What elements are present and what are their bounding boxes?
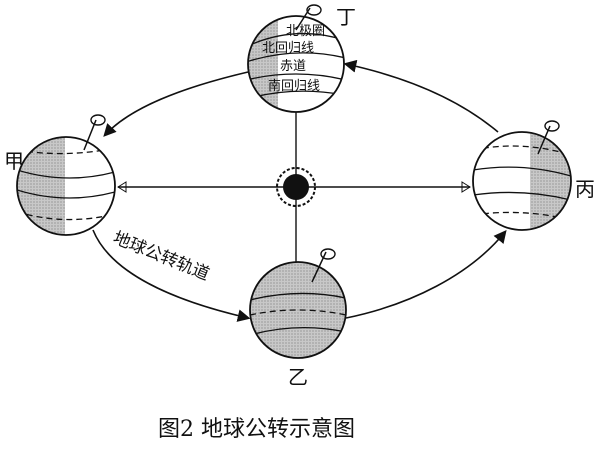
position-label-right: 丙 bbox=[575, 177, 595, 201]
position-label-top: 丁 bbox=[336, 5, 356, 29]
orbit-arc-right-top bbox=[346, 64, 498, 132]
earth-top: 北极圈 北回归线 赤道 南回归线 bbox=[246, 5, 346, 116]
earth-right bbox=[473, 121, 572, 232]
label-equator: 赤道 bbox=[280, 59, 306, 74]
label-tropic-cancer: 北回归线 bbox=[262, 41, 314, 56]
orbit-label: 地球公转轨道 bbox=[110, 228, 212, 285]
label-arctic-circle: 北极圈 bbox=[286, 24, 325, 39]
position-label-left: 甲 bbox=[4, 149, 24, 173]
position-label-bottom: 乙 bbox=[288, 365, 308, 389]
label-tropic-capricorn: 南回归线 bbox=[268, 78, 320, 94]
orbit-arc-top-left bbox=[105, 72, 248, 135]
earth-bottom bbox=[250, 249, 346, 358]
earth-left bbox=[17, 115, 115, 237]
figure-caption: 图2 地球公转示意图 bbox=[158, 417, 355, 442]
orbit-arc-bottom-right bbox=[346, 232, 505, 318]
